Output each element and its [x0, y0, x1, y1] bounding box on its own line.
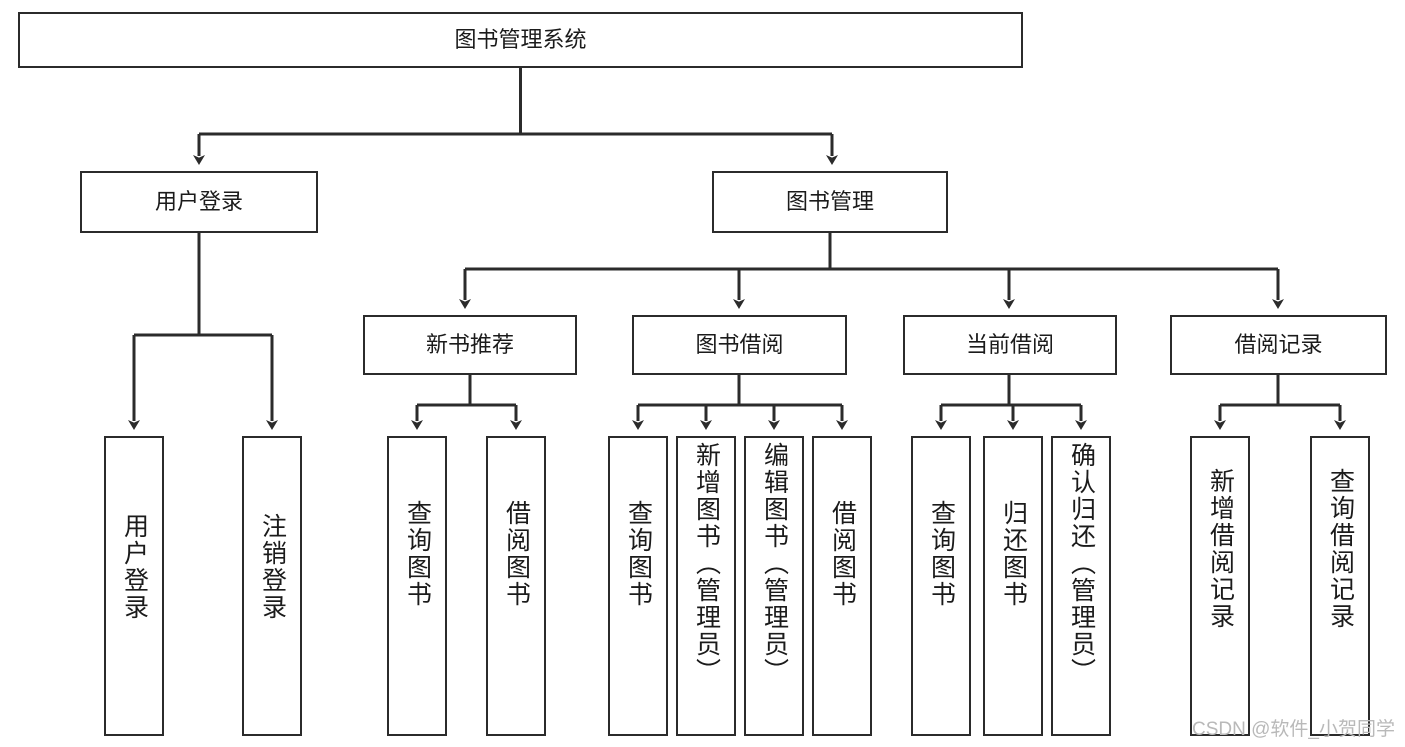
node-new-book-recommendation[interactable]: 新书推荐: [363, 315, 577, 375]
node-leaf-confirm-return-admin[interactable]: 确认归还（管理员）: [1051, 436, 1111, 736]
node-borrowing-record[interactable]: 借阅记录: [1170, 315, 1387, 375]
node-label: 确认归还（管理员）: [1067, 442, 1096, 685]
node-leaf-query-borrowing-record[interactable]: 查询借阅记录: [1310, 436, 1370, 736]
node-current-borrowing[interactable]: 当前借阅: [903, 315, 1117, 375]
node-label: 新书推荐: [425, 332, 514, 358]
node-leaf-add-book-admin[interactable]: 新增图书（管理员）: [676, 436, 736, 736]
node-label: 用户登录: [120, 513, 149, 621]
node-book-borrowing[interactable]: 图书借阅: [632, 315, 847, 375]
node-label: 借阅图书: [502, 500, 531, 608]
node-label: 图书管理系统: [454, 27, 587, 53]
node-leaf-query-books-borrowing[interactable]: 查询图书: [608, 436, 668, 736]
node-label: 查询图书: [927, 500, 956, 608]
node-label: 查询图书: [624, 500, 653, 608]
node-leaf-borrow-books-newbook[interactable]: 借阅图书: [486, 436, 546, 736]
node-leaf-user-login[interactable]: 用户登录: [104, 436, 164, 736]
node-book-management[interactable]: 图书管理: [712, 171, 948, 233]
node-label: 借阅图书: [828, 500, 857, 608]
node-label: 新增借阅记录: [1206, 468, 1235, 630]
node-user-login[interactable]: 用户登录: [80, 171, 318, 233]
node-label: 编辑图书（管理员）: [760, 442, 789, 685]
node-leaf-return-books[interactable]: 归还图书: [983, 436, 1043, 736]
node-label: 注销登录: [258, 513, 287, 621]
node-leaf-borrow-books-borrowing[interactable]: 借阅图书: [812, 436, 872, 736]
node-root-book-management-system[interactable]: 图书管理系统: [18, 12, 1023, 68]
node-leaf-query-books-newbook[interactable]: 查询图书: [387, 436, 447, 736]
node-leaf-logout[interactable]: 注销登录: [242, 436, 302, 736]
node-label: 借阅记录: [1234, 332, 1323, 358]
node-label: 新增图书（管理员）: [692, 442, 721, 685]
node-leaf-edit-book-admin[interactable]: 编辑图书（管理员）: [744, 436, 804, 736]
node-label: 当前借阅: [965, 332, 1054, 358]
node-label: 归还图书: [999, 500, 1028, 608]
node-leaf-add-borrowing-record[interactable]: 新增借阅记录: [1190, 436, 1250, 736]
node-label: 查询借阅记录: [1326, 468, 1355, 630]
node-label: 图书借阅: [695, 332, 784, 358]
node-leaf-query-books-current[interactable]: 查询图书: [911, 436, 971, 736]
node-label: 查询图书: [403, 500, 432, 608]
node-label: 图书管理: [785, 189, 874, 215]
node-label: 用户登录: [154, 189, 243, 215]
